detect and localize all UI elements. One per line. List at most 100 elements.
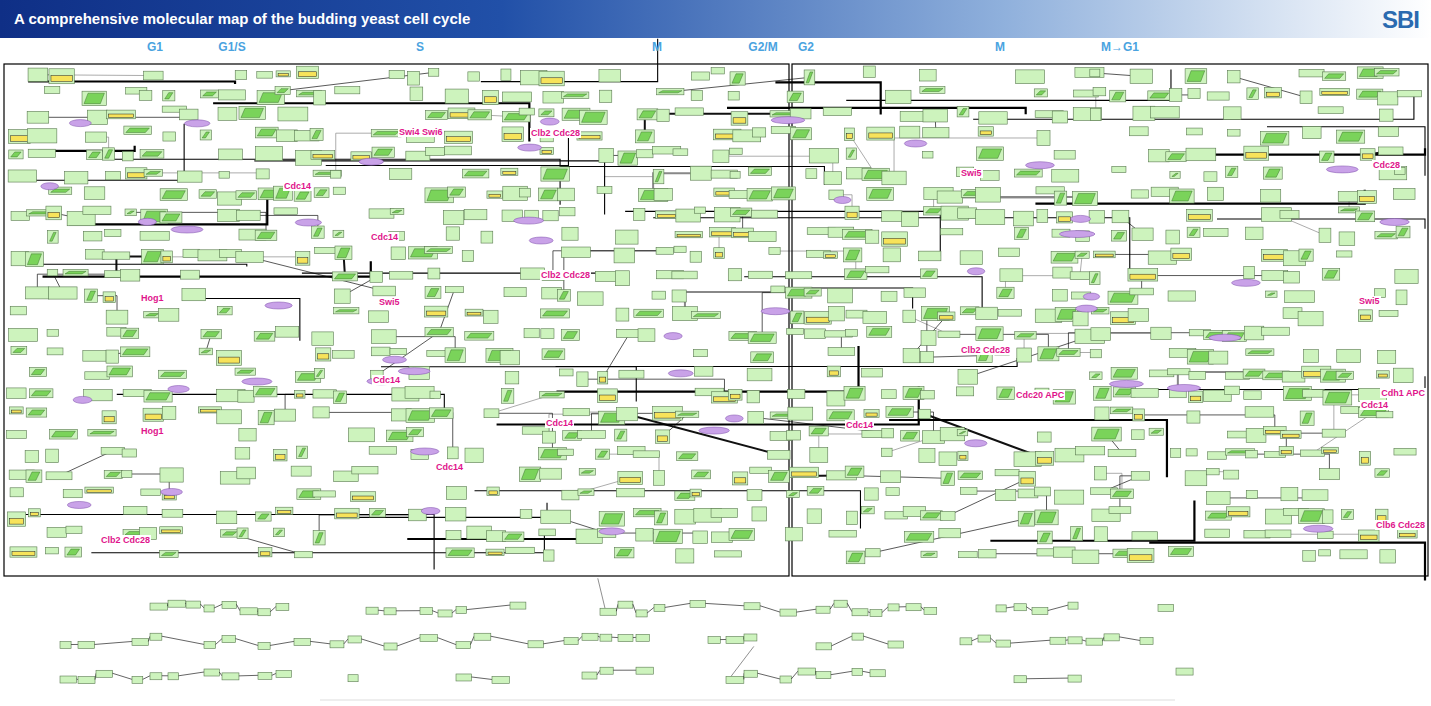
gene-box (939, 316, 953, 319)
species-box (577, 292, 603, 305)
species-box (333, 187, 345, 194)
species-box (1263, 167, 1282, 179)
gene-box (846, 134, 852, 139)
species-box (657, 89, 684, 95)
species-box (1323, 510, 1333, 523)
species-box (389, 70, 404, 78)
species-box (921, 511, 943, 520)
reaction-line (1234, 77, 1306, 98)
species-box (582, 633, 598, 640)
species-box (1283, 271, 1299, 283)
species-box (1090, 350, 1101, 358)
protein-shape (943, 473, 953, 483)
species-box (407, 428, 424, 437)
species-box (804, 288, 821, 296)
species-box (747, 490, 762, 501)
protein-shape (559, 292, 568, 300)
phase-label: M→G1 (1101, 40, 1139, 54)
gene-box (1324, 450, 1337, 452)
species-box (141, 489, 160, 495)
species-box (275, 87, 290, 95)
phenotype-ellipse (699, 427, 730, 434)
species-box (616, 408, 637, 421)
species-box (557, 188, 574, 201)
species-box (600, 90, 612, 102)
species-box (462, 251, 473, 262)
species-box (60, 642, 71, 649)
reaction-line (830, 603, 834, 609)
species-box (886, 407, 913, 418)
protein-shape (28, 410, 45, 415)
protein-shape (161, 372, 185, 376)
species-box (163, 132, 176, 141)
reaction-line (397, 638, 420, 646)
gene-box (318, 354, 329, 359)
species-box (1298, 509, 1324, 524)
species-box (85, 372, 110, 380)
species-box (236, 252, 263, 263)
species-box (564, 638, 578, 645)
species-box (675, 509, 696, 524)
species-box (809, 426, 828, 436)
species-box (1128, 309, 1148, 322)
species-box (957, 429, 968, 435)
species-box (217, 410, 242, 424)
species-box (483, 310, 498, 323)
gene-box (579, 136, 600, 139)
species-box (881, 390, 896, 399)
species-box (510, 602, 526, 609)
species-box (599, 512, 625, 526)
gene-box (1362, 154, 1373, 159)
complex-label: Clb2 Cdc28 (540, 270, 591, 280)
protein-shape (601, 514, 623, 524)
species-box (87, 150, 103, 160)
species-box (240, 608, 258, 615)
protein-shape (541, 190, 557, 199)
gene-box (1263, 255, 1285, 260)
species-box (180, 109, 199, 120)
gene-box (620, 477, 641, 482)
species-box (445, 89, 468, 103)
gene-box (1096, 254, 1114, 257)
protein-shape (337, 248, 350, 258)
species-box (1280, 431, 1301, 439)
species-box (924, 207, 944, 215)
protein-shape (923, 553, 935, 555)
species-box (728, 389, 742, 400)
gene-box (297, 394, 303, 397)
species-box (446, 548, 474, 558)
protein-shape (374, 149, 392, 155)
species-box (1245, 407, 1274, 417)
protein-shape (1377, 471, 1388, 476)
protein-shape (146, 314, 159, 316)
species-box (258, 410, 274, 424)
species-box (105, 229, 121, 236)
species-box (218, 107, 237, 120)
species-box (923, 151, 933, 158)
species-box (222, 601, 236, 608)
species-box (50, 429, 78, 439)
species-box (730, 172, 740, 179)
species-box (1111, 367, 1137, 379)
reaction-line (1026, 607, 1032, 611)
species-box (1035, 487, 1051, 496)
protein-shape (1151, 430, 1161, 433)
species-box (920, 87, 945, 94)
species-box (1170, 171, 1180, 178)
species-box (1073, 108, 1101, 121)
species-box (1207, 92, 1229, 100)
gene-box (278, 510, 291, 513)
species-box (28, 68, 48, 81)
species-box (1032, 608, 1048, 615)
complex-label: Cdc14 (845, 420, 874, 430)
protein-shape (127, 211, 134, 214)
species-box (524, 329, 539, 338)
species-box (1086, 638, 1103, 645)
species-box (1170, 449, 1180, 458)
species-box (104, 470, 122, 478)
species-box (239, 428, 256, 441)
protein-shape (67, 549, 80, 555)
species-box (462, 169, 489, 178)
species-box (865, 549, 880, 557)
species-box (1378, 127, 1398, 137)
